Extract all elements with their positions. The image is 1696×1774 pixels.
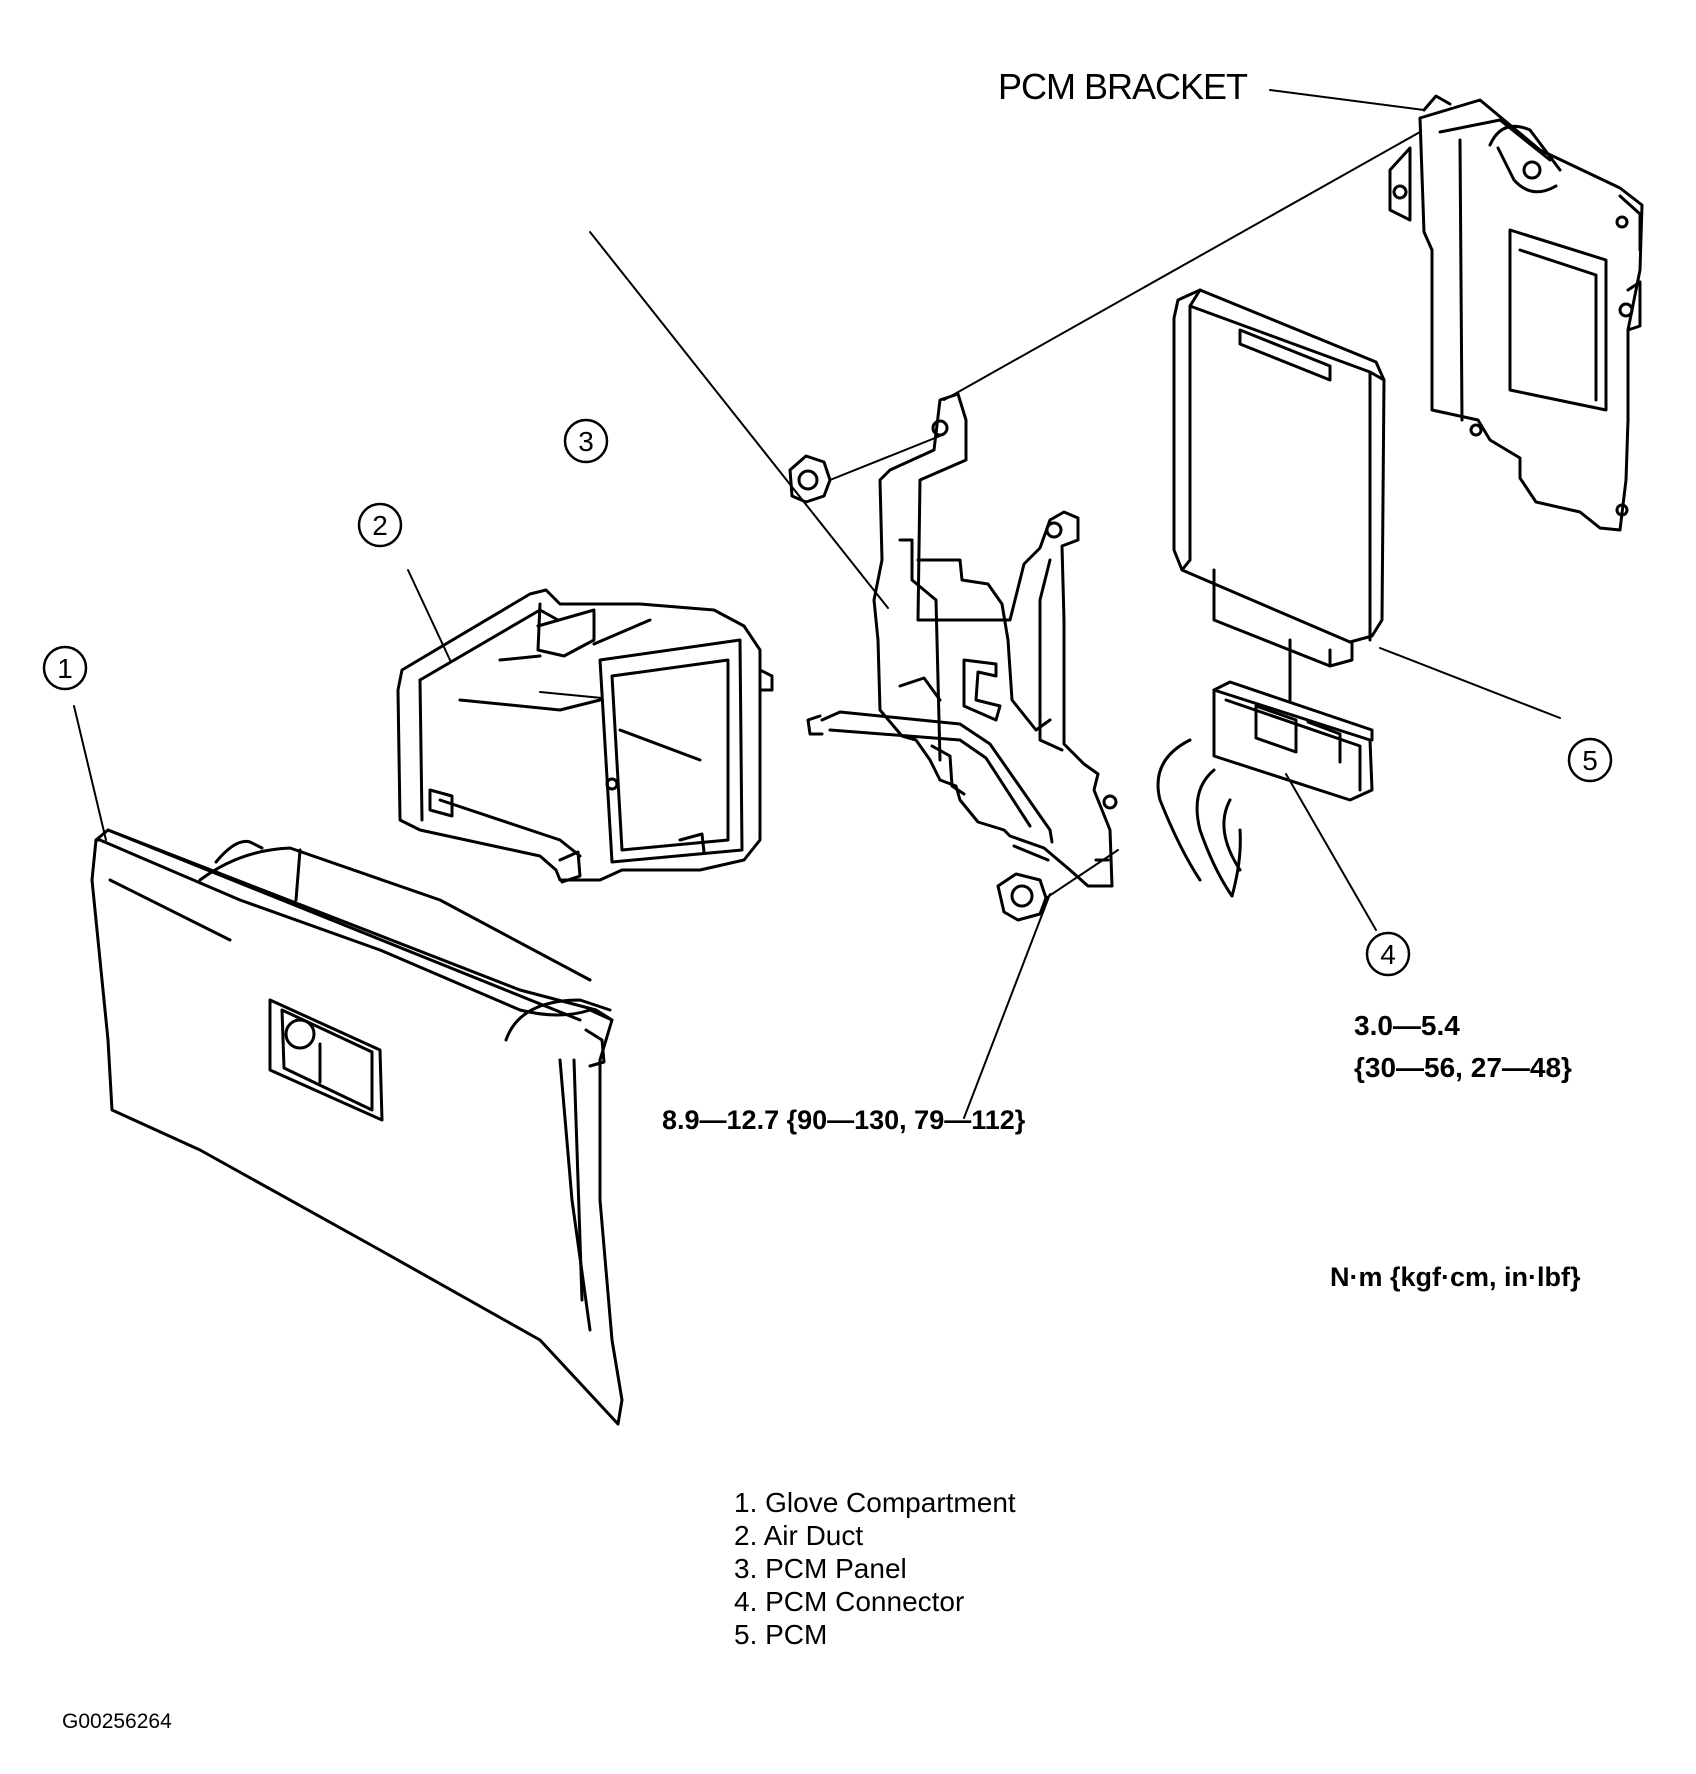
callout-circle-4 xyxy=(1365,931,1411,977)
callout-number-2: 2 xyxy=(372,510,388,541)
figure-id: G00256264 xyxy=(62,1710,172,1733)
panel-nut-torque-spec: 8.9—12.7 {90—130, 79—112} xyxy=(662,1105,1026,1135)
air-duct-part xyxy=(396,588,774,884)
leader-lines xyxy=(73,89,1561,1119)
callout-circle-3 xyxy=(563,418,609,464)
legend-item: 5. PCM xyxy=(734,1619,828,1650)
legend-item: 2. Air Duct xyxy=(734,1520,864,1551)
callout-number-4: 4 xyxy=(1380,939,1396,970)
connector-torque-spec-nm: 3.0—5.4 xyxy=(1354,1010,1460,1041)
callout-circle-5 xyxy=(1567,737,1613,783)
pcm-panel-part xyxy=(806,392,1118,888)
legend-item: 3. PCM Panel xyxy=(734,1553,907,1584)
connector-torque-spec-alt: {30—56, 27—48} xyxy=(1354,1052,1572,1083)
pcm-bracket-part xyxy=(1388,94,1644,532)
panel-nuts xyxy=(788,454,1048,922)
pcm-module-part xyxy=(1172,288,1386,668)
pcm-connector-part xyxy=(1156,638,1374,898)
callout-number-1: 1 xyxy=(57,653,73,684)
callout-circle-1 xyxy=(42,645,88,691)
legend-item: 4. PCM Connector xyxy=(734,1586,965,1617)
callout-number-5: 5 xyxy=(1582,745,1598,776)
legend-item: 1. Glove Compartment xyxy=(734,1487,1016,1518)
callout-number-3: 3 xyxy=(578,426,594,457)
pcm-bracket-label: PCM BRACKET xyxy=(998,66,1248,107)
glove-compartment-part xyxy=(90,828,624,1426)
callout-circles xyxy=(42,418,1613,977)
callout-circle-2 xyxy=(357,502,403,548)
torque-units-note: N·m {kgf·cm, in·lbf} xyxy=(1330,1262,1581,1292)
parts-legend: 1. Glove Compartment 2. Air Duct 3. PCM … xyxy=(734,1486,1016,1651)
